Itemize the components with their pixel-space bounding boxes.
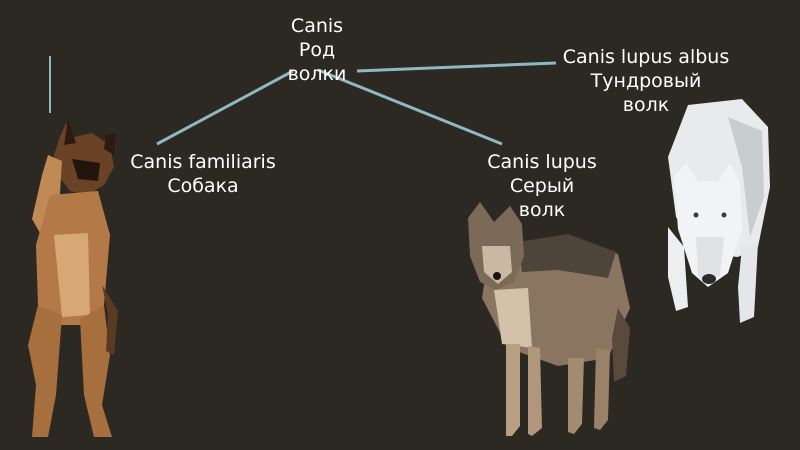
gray-wolf-photo — [468, 202, 630, 436]
gray-wolf-node-label: Canis lupus Серый волк — [480, 150, 604, 222]
dog-ear-right — [104, 133, 116, 155]
dog-leg-right — [80, 305, 112, 437]
wolf-face — [482, 246, 512, 284]
dog-leg-left — [28, 305, 62, 437]
wolf-leg-back-left — [568, 358, 584, 434]
white-wolf-eye-left — [693, 212, 699, 218]
tundra-wolf-russian-line2: волк — [622, 94, 670, 116]
white-wolf-head — [674, 163, 742, 287]
tundra-wolf-node-label: Canis lupus albus Тундровый волк — [560, 45, 732, 117]
wolf-leg-front-right — [528, 346, 542, 436]
dog-head — [54, 123, 114, 195]
dog-ear-left — [64, 119, 76, 145]
root-russian-line1: Род — [298, 39, 336, 61]
gray-wolf-russian-line2: волк — [518, 199, 566, 221]
white-wolf-nose — [702, 274, 716, 284]
white-wolf-photo — [668, 99, 770, 323]
dog-node-label: Canis familiaris Собака — [122, 150, 284, 198]
edge-root-gray-wolf — [317, 68, 503, 146]
edge-root-dog — [156, 69, 294, 146]
root-latin-name: Canis — [290, 15, 344, 37]
wolf-back — [518, 234, 616, 278]
gray-wolf-russian-line1: Серый — [509, 175, 575, 197]
wolf-tail — [612, 308, 630, 382]
tundra-wolf-latin-name: Canis lupus albus — [562, 46, 730, 68]
wolf-leg-front-left — [506, 344, 520, 436]
gray-wolf-latin-name: Canis lupus — [487, 151, 597, 173]
wolf-nose — [493, 272, 501, 280]
dog-tail — [102, 285, 118, 355]
root-russian-line2: волки — [287, 63, 347, 85]
dog-latin-name: Canis familiaris — [130, 151, 276, 173]
dog-muzzle — [72, 159, 100, 181]
dog-russian-name: Собака — [167, 175, 239, 197]
tundra-wolf-russian-line1: Тундровый — [590, 70, 702, 92]
white-wolf-eye-right — [721, 212, 727, 218]
white-wolf-shade — [728, 117, 764, 237]
white-wolf-leg-right — [738, 243, 758, 323]
white-wolf-leg-left — [668, 227, 688, 311]
edge-root-tundra-wolf — [356, 61, 557, 73]
german-shepherd-photo — [28, 119, 118, 437]
dog-chest — [54, 233, 90, 317]
white-wolf-snout — [696, 237, 724, 285]
wolf-leg-back-right — [594, 348, 610, 430]
wolf-chest — [494, 288, 532, 348]
root-node-label: Canis Род волки — [272, 14, 362, 86]
